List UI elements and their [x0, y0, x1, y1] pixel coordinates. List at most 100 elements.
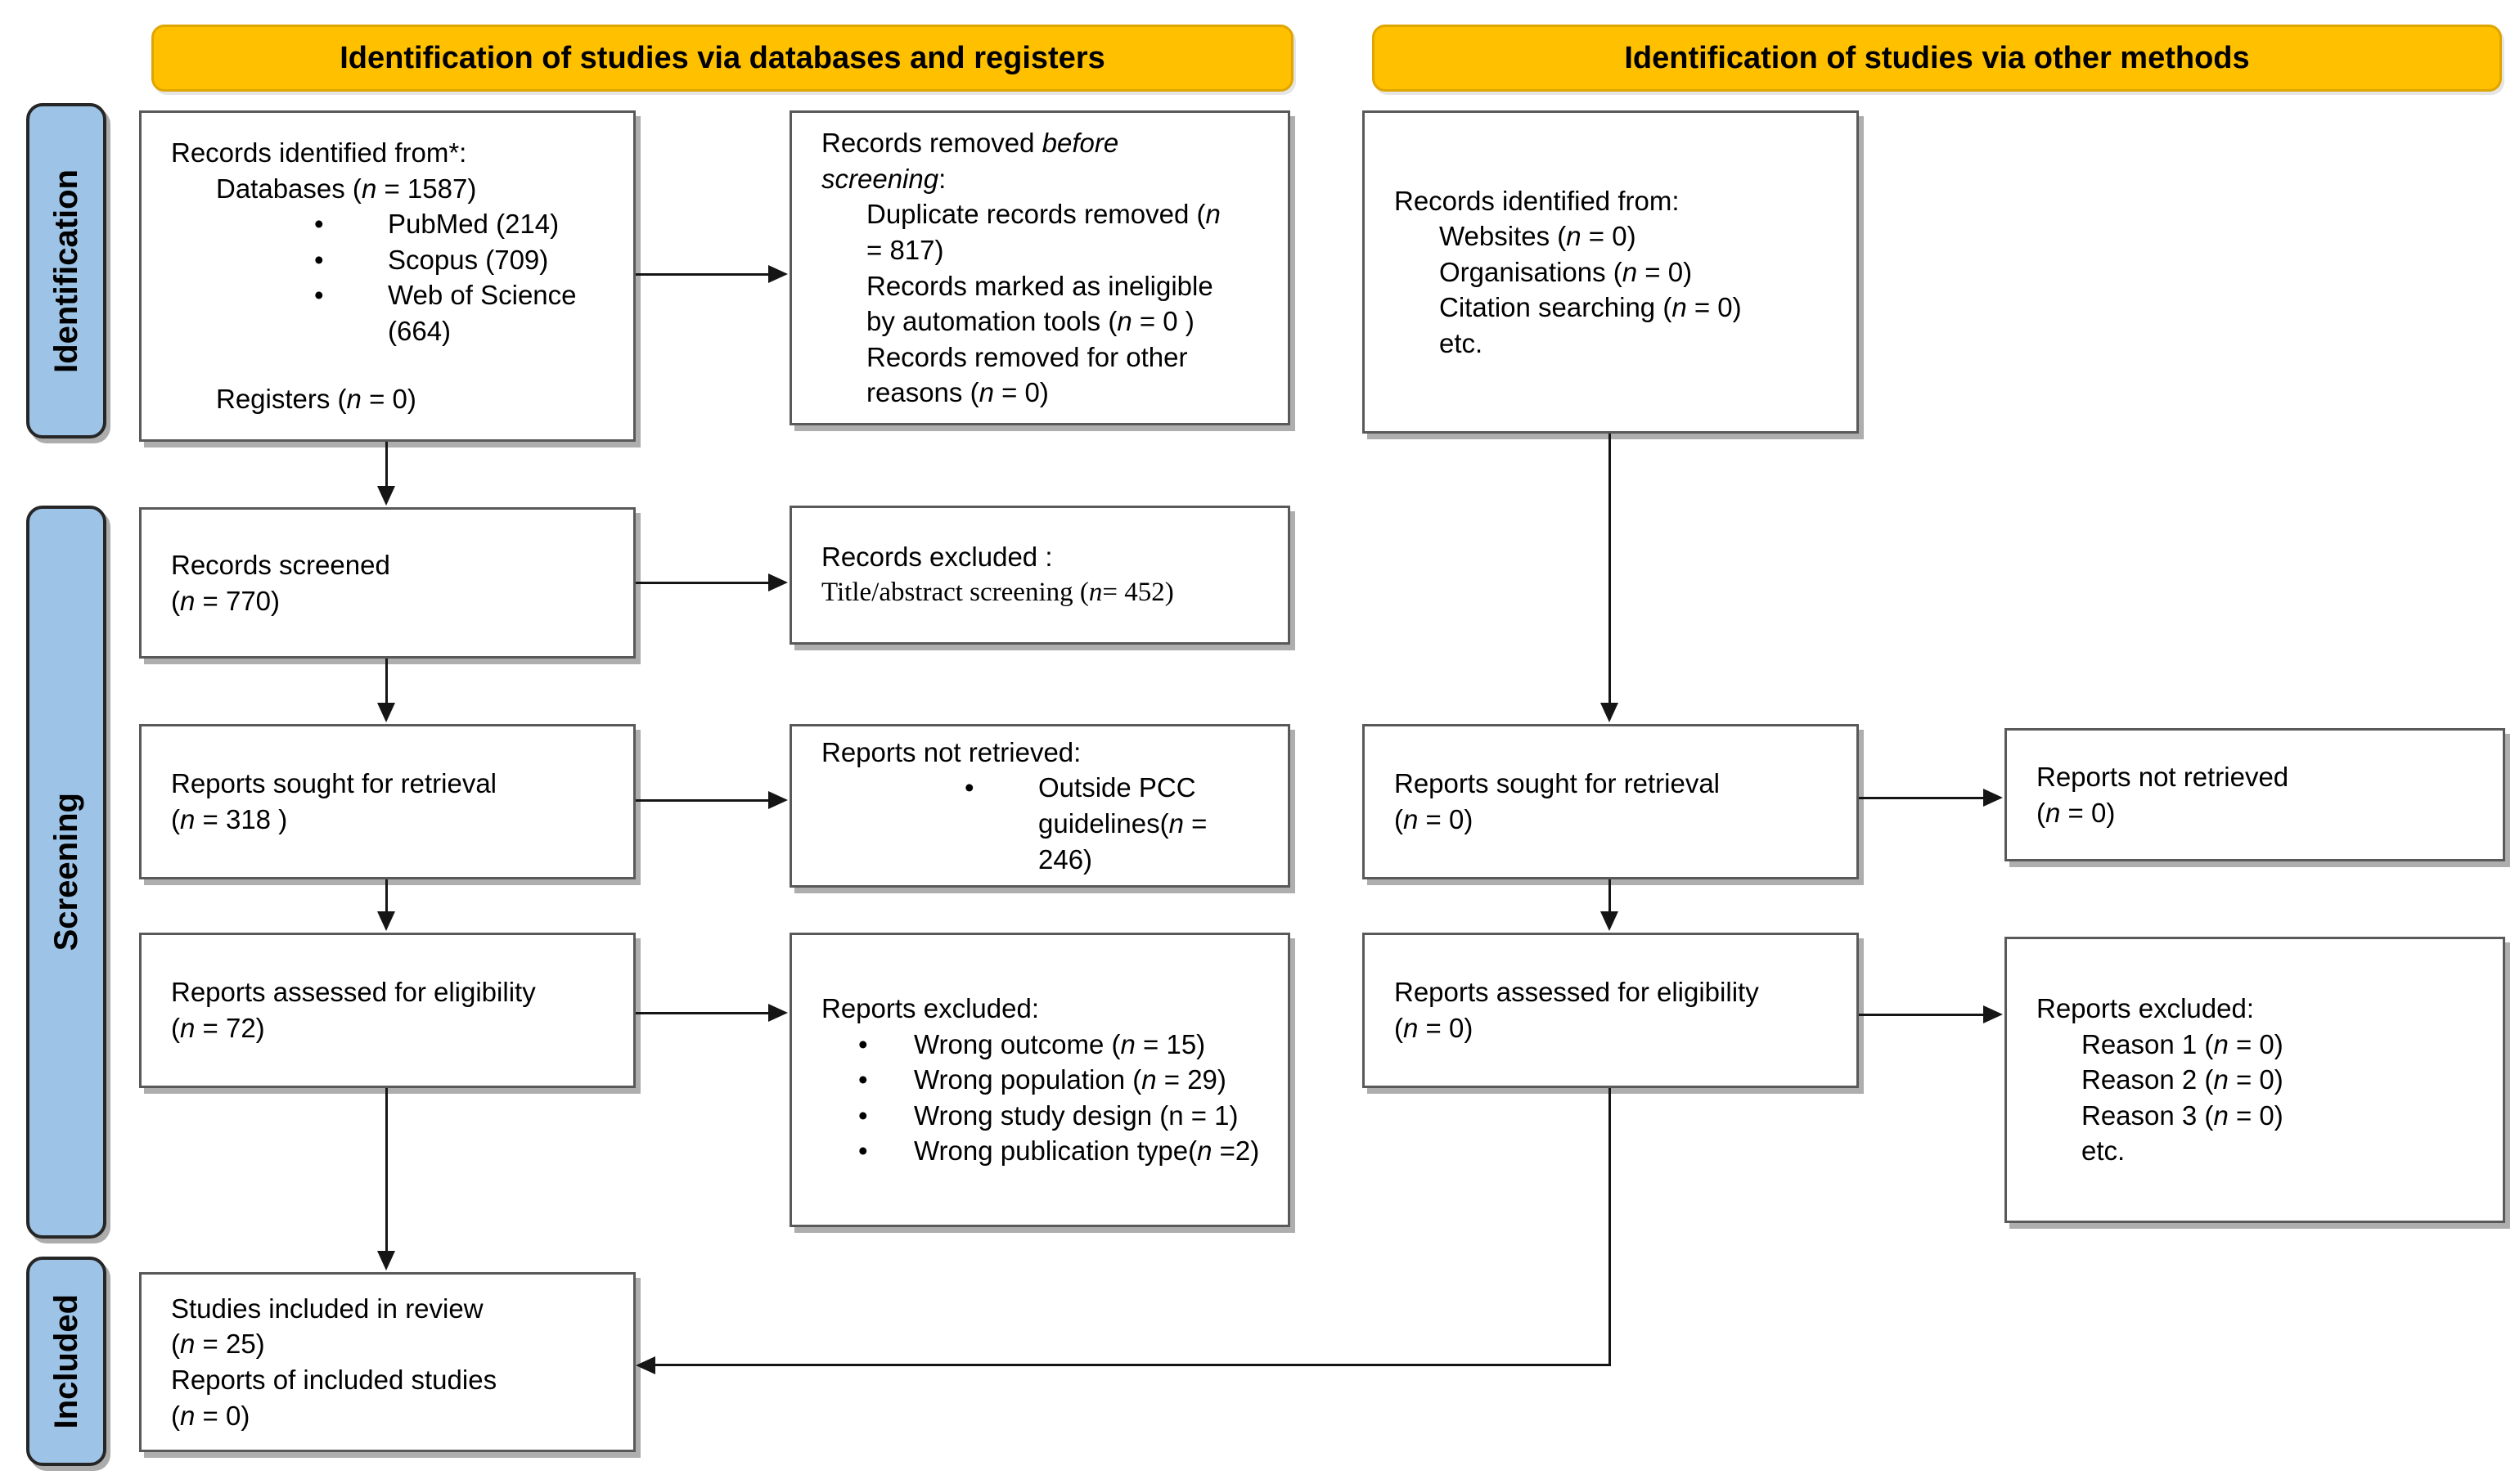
text-line: Reports sought for retrieval	[171, 768, 497, 799]
text-line: etc.	[1439, 327, 1483, 358]
records-screened-box: Records screened(n = 770)	[139, 507, 636, 659]
bullet-marker: •	[965, 772, 974, 803]
stage-screening-label: Screening	[47, 793, 84, 951]
text-line: Records identified from:	[1394, 185, 1680, 216]
arrow-sought-other-to-notretrieved-head	[1983, 789, 2003, 807]
text-line: • Outside PCC guidelines(n = 246)	[821, 770, 1265, 877]
stage-screening: Screening	[26, 506, 106, 1239]
text-line: Duplicate records removed (n = 817)	[866, 199, 1221, 265]
text-line: Records removed for other reasons (n = 0…	[866, 341, 1188, 408]
header-other-methods-label: Identification of studies via other meth…	[1624, 40, 2250, 75]
text-line: etc.	[2081, 1135, 2126, 1167]
text-line: (n = 770)	[171, 585, 281, 616]
text-line: Reports excluded:	[821, 993, 1039, 1024]
text-line: Records removed before screening:	[821, 128, 1119, 194]
text-line: (n = 72)	[171, 1013, 265, 1043]
text-line: Studies included in review	[171, 1293, 484, 1324]
text-line: Reports not retrieved	[2036, 761, 2289, 792]
arrow-identified-to-screened-line	[385, 442, 388, 488]
bullet-text: Wrong study design (n = 1)	[914, 1100, 1239, 1131]
reports-assessed-eligibility-other-box: Reports assessed for eligibility (n = 0)	[1362, 933, 1859, 1088]
bullet-text: Wrong publication type(n =2)	[914, 1135, 1260, 1167]
arrow-screened-to-excluded-line	[636, 582, 768, 584]
arrow-screened-to-sought-head	[377, 703, 395, 722]
arrow-identified-to-screened-head	[377, 486, 395, 506]
arrow-assessed-other-to-included-head	[636, 1356, 655, 1374]
arrow-assessed-to-included-line	[385, 1088, 388, 1252]
records-identified-databases-box: Records identified from*:Databases (n = …	[139, 110, 636, 442]
text-line: Reports assessed for eligibility	[1394, 977, 1759, 1008]
text-line: Title/abstract screening (n= 452)	[821, 578, 1174, 607]
text-line: Registers (n = 0)	[216, 384, 416, 415]
reports-assessed-eligibility-databases-box: Reports assessed for eligibility (n = 72)	[139, 933, 636, 1088]
reports-not-retrieved-databases-box: Reports not retrieved: • Outside PCC guide…	[790, 724, 1290, 888]
text-line: Records identified from*:	[171, 137, 467, 169]
text-line: (n = 0)	[1394, 1013, 1473, 1043]
arrow-screened-to-excluded-head	[768, 573, 788, 591]
bullet-text: Wrong outcome (n = 15)	[914, 1028, 1206, 1059]
reports-not-retrieved-other-box: Reports not retrieved (n = 0)	[2004, 728, 2505, 861]
text-line: Websites (n = 0)	[1439, 221, 1636, 252]
arrow-identified-other-to-sought-head	[1600, 703, 1618, 722]
arrow-sought-other-to-notretrieved-line	[1859, 797, 1983, 799]
text-line: (n = 0)	[1394, 804, 1473, 834]
stage-identification: Identification	[26, 103, 106, 438]
bullet-text: Outside PCC guidelines(n = 246)	[1038, 772, 1208, 875]
records-excluded-box: Records excluded : Title/abstract screeni…	[790, 506, 1290, 645]
text-line: Reports excluded:	[2036, 993, 2254, 1024]
text-line: Reason 2 (n = 0)	[2081, 1064, 2283, 1095]
text-line: Organisations (n = 0)	[1439, 256, 1693, 287]
header-databases-registers: Identification of studies via databases …	[151, 25, 1293, 92]
studies-included-box: Studies included in review(n = 25)Report…	[139, 1272, 636, 1452]
text-line: •Wrong population (n = 29)	[821, 1062, 1265, 1098]
reports-excluded-other-box: Reports excluded: Reason 1 (n = 0) Reason …	[2004, 937, 2505, 1223]
text-line: • PubMed (214)	[171, 206, 610, 242]
arrow-identified-other-to-sought-line	[1608, 434, 1611, 704]
text-line: Reports assessed for eligibility	[171, 977, 536, 1008]
bullet-text: Web of Science (664)	[388, 280, 577, 346]
header-other-methods: Identification of studies via other meth…	[1372, 25, 2502, 92]
text-line: (n = 0)	[171, 1400, 250, 1431]
text-line: Reason 1 (n = 0)	[2081, 1028, 2283, 1059]
text-line: (n = 0)	[2036, 797, 2116, 828]
reports-excluded-databases-box: Reports excluded: • Wrong outcome (n = 15)…	[790, 933, 1290, 1227]
bullet-marker: •	[314, 209, 324, 240]
bullet-marker: •	[858, 1028, 868, 1059]
arrow-assessed-other-to-included-vline	[1608, 1088, 1611, 1366]
arrow-assessed-to-included-head	[377, 1251, 395, 1270]
text-line: Reports not retrieved:	[821, 736, 1082, 767]
records-removed-before-screening-box: Records removed before screening:Duplica…	[790, 110, 1290, 425]
text-line: (n = 25)	[171, 1329, 265, 1360]
text-line	[171, 349, 610, 381]
arrow-assessed-to-excluded-head	[768, 1004, 788, 1022]
text-line: Records excluded :	[821, 542, 1053, 573]
text-line: Reason 3 (n = 0)	[2081, 1100, 2283, 1131]
arrow-identified-to-removed-head	[768, 265, 788, 283]
bullet-marker: •	[858, 1064, 868, 1095]
bullet-text: Scopus (709)	[388, 244, 549, 275]
text-line: • Wrong outcome (n = 15)	[821, 1027, 1265, 1063]
bullet-text: PubMed (214)	[388, 209, 560, 240]
arrow-sought-other-to-assessed-line	[1608, 879, 1611, 913]
arrow-assessed-other-to-excluded-head	[1983, 1005, 2003, 1023]
text-line: • Wrong study design (n = 1)	[821, 1098, 1265, 1134]
bullet-marker: •	[858, 1100, 868, 1131]
stage-included: Included	[26, 1257, 106, 1466]
header-databases-registers-label: Identification of studies via databases …	[340, 40, 1105, 75]
reports-sought-retrieval-other-box: Reports sought for retrieval(n = 0)	[1362, 724, 1859, 879]
arrow-screened-to-sought-line	[385, 659, 388, 704]
text-line: (n = 318 )	[171, 804, 288, 834]
arrow-sought-to-notretrieved-line	[636, 799, 768, 802]
arrow-identified-to-removed-line	[636, 273, 768, 276]
text-line: • Web of Science (664)	[171, 277, 610, 349]
arrow-sought-to-notretrieved-head	[768, 791, 788, 809]
arrow-assessed-other-to-included-hline	[654, 1364, 1610, 1366]
bullet-marker: •	[314, 280, 324, 311]
bullet-marker: •	[858, 1135, 868, 1167]
text-line: • Scopus (709)	[171, 242, 610, 278]
text-line: Records marked as ineligible by automati…	[866, 270, 1213, 337]
arrow-sought-to-assessed-head	[377, 911, 395, 931]
bullet-marker: •	[314, 244, 324, 275]
records-identified-other-methods-box: Records identified from: Websites (n = 0)…	[1362, 110, 1859, 434]
